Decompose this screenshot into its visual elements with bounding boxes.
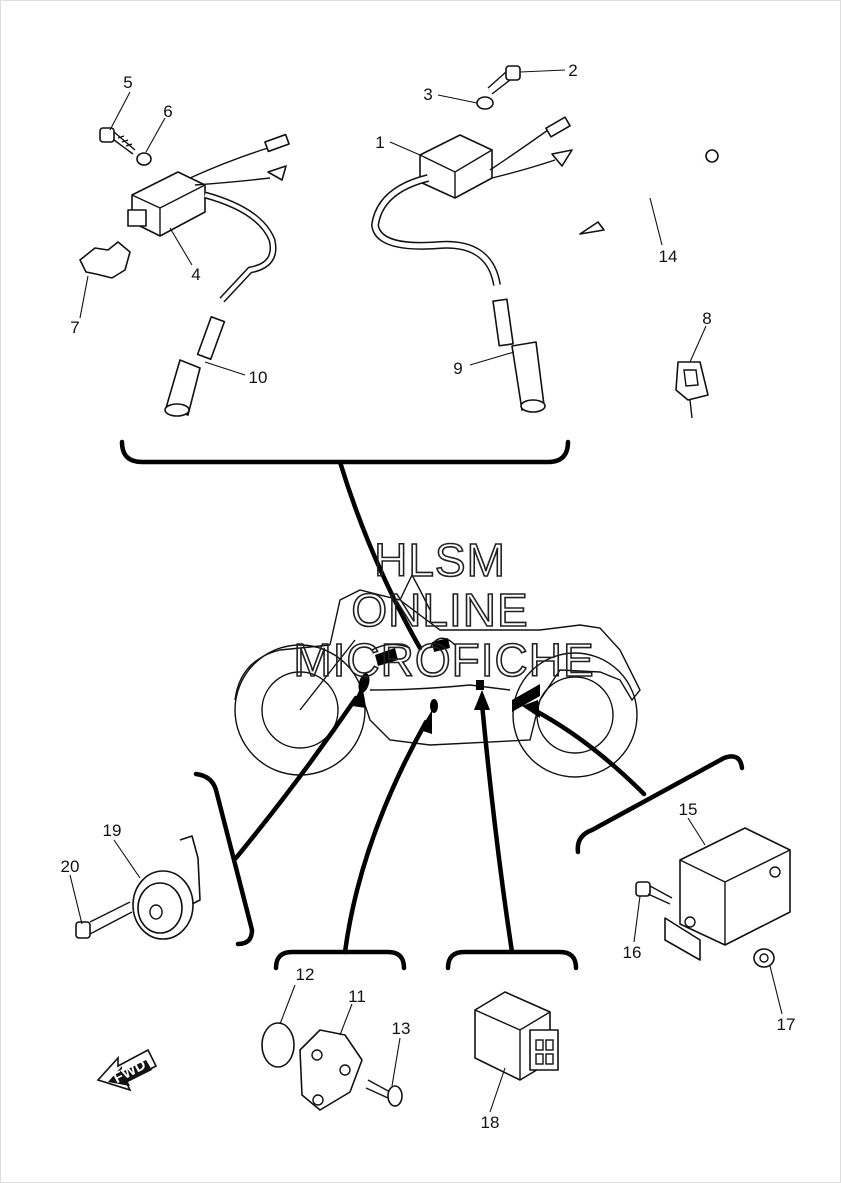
o-ring-part-12[interactable]: [261, 1022, 295, 1068]
ignition-coil-left[interactable]: [50, 133, 290, 303]
callout-10: 10: [249, 368, 268, 387]
callout-16: 16: [623, 943, 642, 962]
callout-3: 3: [423, 85, 432, 104]
lead-wire-part-14[interactable]: [579, 149, 719, 235]
control-unit-group-bracket: [575, 754, 745, 855]
bolt-part-2[interactable]: [487, 65, 521, 95]
horn-group-pointer: [233, 695, 359, 861]
control-unit-pointer-arrowhead: [522, 700, 540, 718]
callout-2: 2: [568, 61, 577, 80]
washer-part-6[interactable]: [136, 152, 152, 166]
callout-numbers: 1 2 3 4 5 6 7 8 9 10 11 12 13 14 15 16 1…: [61, 61, 796, 1132]
forward-direction-arrow: FWD: [96, 1048, 158, 1092]
horn-part-19[interactable]: [132, 835, 201, 940]
callout-12: 12: [296, 965, 315, 984]
collar-part-17[interactable]: [753, 948, 775, 968]
horn-pointer-arrowhead: [352, 684, 366, 708]
sensor-part-11[interactable]: [299, 1029, 363, 1111]
bolt-part-20[interactable]: [75, 901, 133, 939]
watermark-line-3: MICROFICHE: [293, 634, 594, 686]
sensor-group-pointer: [342, 719, 429, 955]
relay-group-bracket: [445, 949, 579, 971]
callout-13: 13: [392, 1019, 411, 1038]
callout-19: 19: [103, 821, 122, 840]
screw-part-16[interactable]: [635, 881, 673, 905]
callout-1: 1: [375, 133, 384, 152]
sensor-pointer-arrowhead: [420, 710, 432, 734]
callout-9: 9: [453, 359, 462, 378]
highlight-marks: [358, 637, 540, 713]
callout-6: 6: [163, 102, 172, 121]
relay-pointer-arrowhead: [474, 690, 490, 710]
top-group-pointer: [337, 459, 423, 651]
leader-lines: [69, 69, 783, 1113]
watermark-line-1: HLSM: [374, 534, 506, 586]
relay-part-18[interactable]: [474, 991, 559, 1081]
callout-11: 11: [348, 987, 366, 1006]
relay-group-pointer: [479, 701, 515, 955]
watermark-line-2: ONLINE: [351, 584, 528, 636]
callout-18: 18: [481, 1113, 500, 1132]
callout-15: 15: [679, 800, 698, 819]
plug-cap-part-9[interactable]: [492, 298, 546, 413]
clamp-part-7[interactable]: [79, 241, 131, 279]
plug-cap-part-10[interactable]: [164, 316, 226, 417]
callout-5: 5: [123, 73, 132, 92]
washer-part-3[interactable]: [476, 96, 494, 110]
screw-part-13[interactable]: [365, 1079, 403, 1107]
clip-part-8[interactable]: [675, 361, 709, 419]
control-unit-part-15[interactable]: [664, 827, 791, 961]
callout-7: 7: [70, 318, 79, 337]
sensor-group-bracket: [273, 949, 407, 971]
callout-14: 14: [659, 247, 678, 266]
callout-4: 4: [191, 265, 200, 284]
control-unit-group-pointer: [531, 707, 647, 797]
callout-20: 20: [61, 857, 80, 876]
bolt-part-5[interactable]: [99, 127, 136, 155]
motorcycle-outline: [234, 573, 641, 778]
callout-17: 17: [777, 1015, 796, 1034]
ignition-coil-right[interactable]: [370, 116, 573, 286]
top-group-bracket: [119, 439, 571, 465]
horn-group-bracket: [193, 771, 255, 947]
callout-8: 8: [702, 309, 711, 328]
